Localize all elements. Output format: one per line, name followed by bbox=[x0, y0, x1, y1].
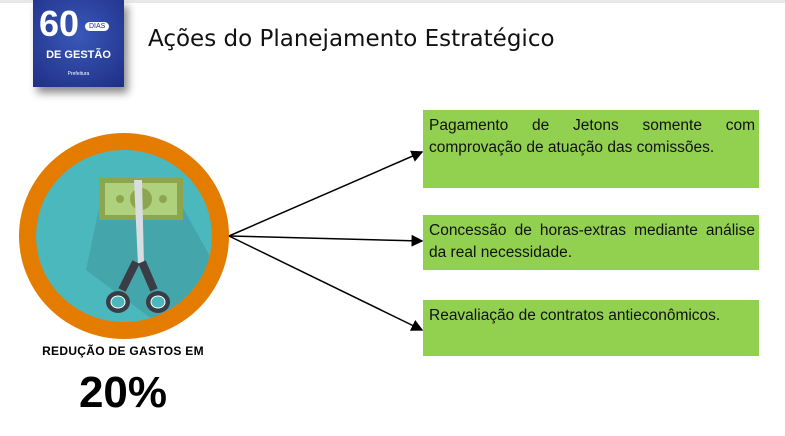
action-box-horas-extras: Concessão de horas-extras mediante análi… bbox=[423, 215, 759, 270]
logo-number: 60 bbox=[39, 3, 80, 44]
logo-60-dias-de-gestao: 60 DIAS DE GESTÃO Prefeitura bbox=[33, 0, 124, 87]
arrow-to-action-2 bbox=[228, 234, 424, 247]
reduction-caption: REDUÇÃO DE GASTOS EM bbox=[42, 344, 204, 358]
cost-reduction-badge bbox=[19, 133, 229, 339]
arrow-to-action-1 bbox=[228, 150, 424, 237]
logo-footer: Prefeitura bbox=[67, 71, 90, 77]
action-box-jetons: Pagamento de Jetons somente com comprova… bbox=[423, 110, 759, 188]
logo-dias: DIAS bbox=[85, 22, 110, 31]
scissors-cutting-money-icon bbox=[86, 178, 212, 322]
logo-subtitle: DE GESTÃO bbox=[46, 49, 111, 61]
action-box-contratos: Reavaliação de contratos antieconômicos. bbox=[423, 300, 759, 356]
top-border bbox=[0, 0, 785, 3]
slide-title: Ações do Planejamento Estratégico bbox=[148, 26, 555, 52]
arrow-to-action-3 bbox=[228, 235, 424, 331]
reduction-percentage: 20% bbox=[78, 368, 168, 417]
